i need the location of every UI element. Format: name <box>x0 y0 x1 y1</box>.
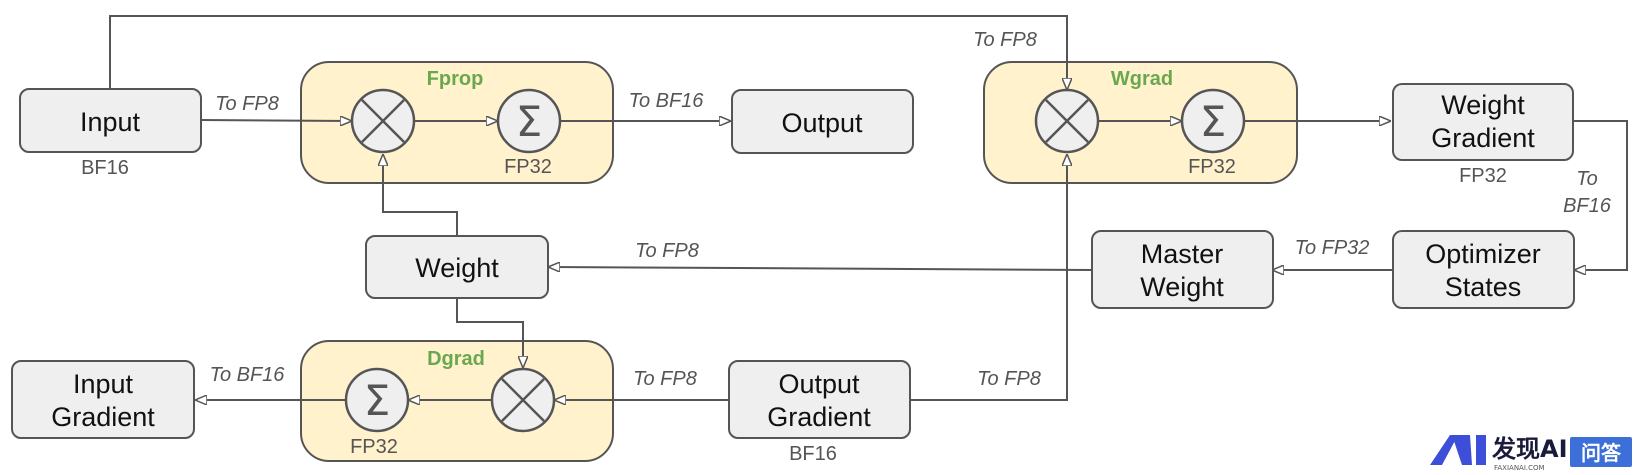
weight-label: Weight <box>415 253 499 283</box>
edge-label-wg-to-optimizer-line1: To <box>1576 168 1598 190</box>
watermark-brand: 发现AI <box>1491 435 1568 463</box>
brand-mark-icon <box>1430 435 1486 465</box>
edge-input-to-fprop <box>200 120 351 121</box>
edge-weight-to-fprop <box>383 155 458 236</box>
dgrad-sum-op: Σ <box>344 367 410 433</box>
output-gradient-box <box>728 360 911 439</box>
edge-label-outgrad-to-dgrad: To FP8 <box>633 368 697 390</box>
watermark-badge <box>1570 437 1632 467</box>
fprop-multiply-op <box>350 88 416 154</box>
fprop-sum-precision: FP32 <box>504 156 552 178</box>
wgrad-multiply-op <box>1034 88 1100 154</box>
input-box <box>19 88 202 153</box>
edge-label-dgrad-to-input-gradient: To BF16 <box>210 364 286 386</box>
edge-label-wg-to-optimizer-line2: BF16 <box>1563 195 1612 217</box>
edge-outgrad-to-wgrad <box>910 155 1067 401</box>
optimizer-states-box <box>1392 230 1575 309</box>
watermark-logo: 发现AI FAXIANAI.COM 问答 <box>1430 435 1632 472</box>
output-gradient-label-line1: Output <box>778 369 860 399</box>
edge-label-fprop-to-output: To BF16 <box>629 90 705 112</box>
wgrad-sum-precision: FP32 <box>1188 156 1236 178</box>
wgrad-sum-op: Σ <box>1180 88 1246 154</box>
input-label: Input <box>80 107 141 137</box>
edge-weight-to-dgrad <box>456 298 523 367</box>
input-gradient-label-line1: Input <box>73 369 134 399</box>
watermark-badge-text: 问答 <box>1581 441 1622 465</box>
edge-input-to-wgrad <box>109 15 1067 89</box>
output-box <box>731 89 914 154</box>
fprop-label: Fprop <box>427 68 484 90</box>
wgrad-label: Wgrad <box>1111 68 1173 90</box>
output-gradient-label-line2: Gradient <box>767 402 871 432</box>
fprop-sum-op: Σ <box>496 88 562 154</box>
input-gradient-label-line2: Gradient <box>51 402 155 432</box>
input-precision: BF16 <box>81 157 129 179</box>
watermark-sub: FAXIANAI.COM <box>1494 464 1545 472</box>
wgrad-sum-symbol: Σ <box>1200 97 1227 146</box>
input-gradient-box <box>11 360 195 439</box>
weight-box <box>365 235 549 299</box>
dgrad-label: Dgrad <box>427 348 485 370</box>
master-weight-label-line2: Weight <box>1140 272 1224 302</box>
dgrad-sum-precision: FP32 <box>350 436 398 458</box>
optimizer-states-label-line2: States <box>1445 272 1522 302</box>
edge-master-to-weight <box>549 267 1092 270</box>
dgrad-sum-symbol: Σ <box>364 376 391 425</box>
edge-label-input-to-wgrad: To FP8 <box>973 29 1037 51</box>
weight-gradient-box <box>1392 83 1574 161</box>
edge-label-outgrad-to-wgrad: To FP8 <box>977 368 1041 390</box>
master-weight-label-line1: Master <box>1141 239 1224 269</box>
weight-gradient-label-line1: Weight <box>1441 90 1525 120</box>
optimizer-states-label-line1: Optimizer <box>1425 239 1541 269</box>
dgrad-multiply-op <box>490 367 556 433</box>
edge-label-input-to-fprop: To FP8 <box>215 93 279 115</box>
output-label: Output <box>781 108 863 138</box>
edge-weight-gradient-to-optimizer <box>1573 120 1628 270</box>
edge-label-master-to-weight: To FP8 <box>635 240 699 262</box>
fprop-sum-symbol: Σ <box>516 97 543 146</box>
output-gradient-precision: BF16 <box>789 443 837 465</box>
master-weight-box <box>1091 230 1274 309</box>
edge-label-optimizer-to-master: To FP32 <box>1295 237 1370 259</box>
weight-gradient-label-line2: Gradient <box>1431 123 1535 153</box>
weight-gradient-precision: FP32 <box>1459 165 1507 187</box>
